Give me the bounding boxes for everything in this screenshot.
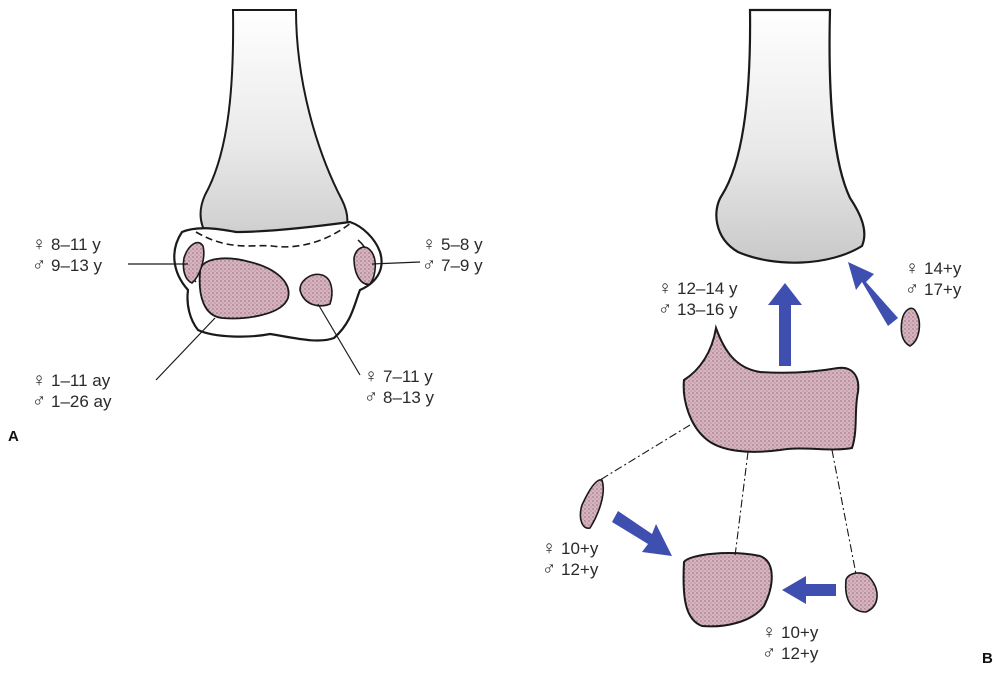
female-symbol: ♀ (420, 234, 438, 255)
male-symbol: ♂ (362, 387, 380, 408)
female-age-range: 8–11 y (51, 235, 101, 254)
distal-epiphysis-block-b (684, 328, 859, 452)
arrow-diag-upleft-b (848, 262, 898, 326)
panel-label-a: A (8, 428, 19, 445)
female-symbol: ♀ (362, 366, 380, 387)
male-symbol: ♂ (656, 299, 674, 320)
male-age-range: 12+y (561, 560, 598, 579)
male-age-range: 8–13 y (383, 388, 434, 407)
lateral-epicondyle-piece-b (580, 480, 603, 528)
female-symbol: ♀ (903, 258, 921, 279)
leader-capitellum-a (156, 318, 215, 380)
panel-label-b: B (982, 650, 993, 667)
humerus-shaft-b (716, 10, 864, 263)
connector-2-b (735, 452, 748, 556)
label-capitellum-a: ♀1–11 ay ♂1–26 ay (30, 370, 112, 412)
connector-1-b (600, 425, 690, 480)
female-age-range: 10+y (561, 539, 598, 558)
male-symbol: ♂ (30, 391, 48, 412)
label-lateral-condyle-a: ♀8–11 y ♂9–13 y (30, 234, 102, 276)
female-age-range: 1–11 ay (51, 371, 110, 390)
trochlea-piece-b (846, 573, 877, 612)
label-medial-epicondyle-b: ♀14+y ♂17+y (903, 258, 961, 300)
humerus-shaft-a (201, 10, 348, 254)
male-symbol: ♂ (540, 559, 558, 580)
arrow-left-b (782, 576, 836, 604)
panel-b-drawing (580, 10, 919, 626)
label-lateral-epicondyle-b: ♀10+y ♂12+y (540, 538, 598, 580)
female-age-range: 5–8 y (441, 235, 483, 254)
female-age-range: 12–14 y (677, 279, 738, 298)
male-symbol: ♂ (903, 279, 921, 300)
female-symbol: ♀ (540, 538, 558, 559)
female-age-range: 7–11 y (383, 367, 433, 386)
arrow-diag-downright-b (612, 511, 672, 556)
male-age-range: 9–13 y (51, 256, 102, 275)
female-symbol: ♀ (30, 234, 48, 255)
label-trochlea-a: ♀7–11 y ♂8–13 y (362, 366, 434, 408)
female-age-range: 10+y (781, 623, 818, 642)
label-distal-physis-b: ♀12–14 y ♂13–16 y (656, 278, 738, 320)
male-symbol: ♂ (760, 643, 778, 664)
male-age-range: 17+y (924, 280, 961, 299)
male-symbol: ♂ (420, 255, 438, 276)
male-age-range: 12+y (781, 644, 818, 663)
male-age-range: 13–16 y (677, 300, 738, 319)
capitellum-piece-b (684, 553, 772, 626)
female-symbol: ♀ (656, 278, 674, 299)
connector-3-b (832, 450, 856, 574)
male-symbol: ♂ (30, 255, 48, 276)
arrow-up-b (768, 283, 802, 366)
label-trochlea-b: ♀10+y ♂12+y (760, 622, 818, 664)
male-age-range: 7–9 y (441, 256, 483, 275)
label-medial-epicondyle-a: ♀5–8 y ♂7–9 y (420, 234, 483, 276)
female-symbol: ♀ (760, 622, 778, 643)
female-symbol: ♀ (30, 370, 48, 391)
medial-epicondyle-piece-b (901, 308, 919, 346)
male-age-range: 1–26 ay (51, 392, 112, 411)
female-age-range: 14+y (924, 259, 961, 278)
panel-a-drawing (128, 10, 420, 380)
